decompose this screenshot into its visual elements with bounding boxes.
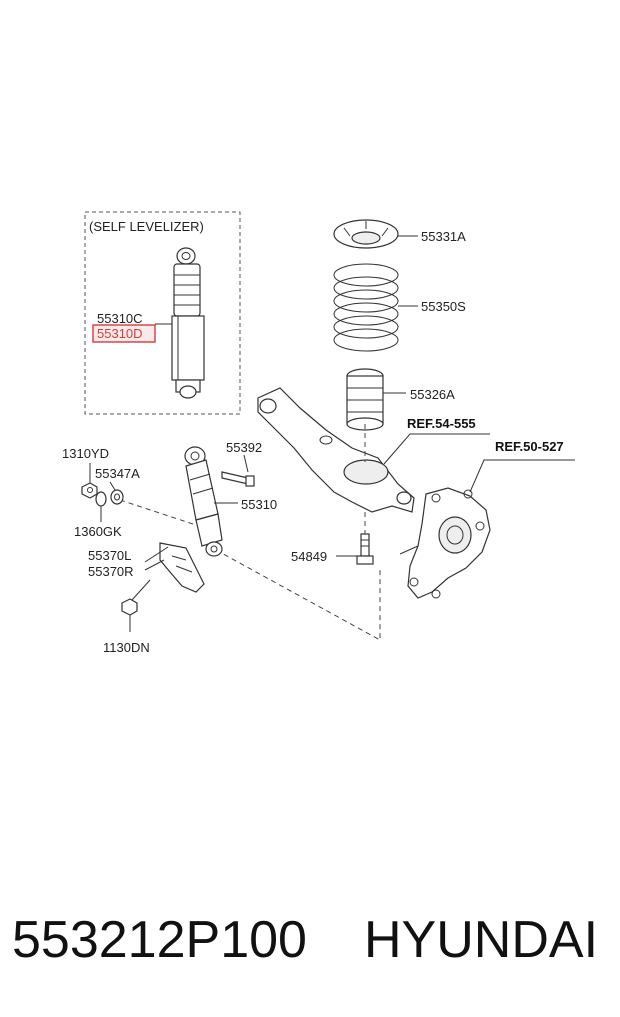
ref-50-527: REF.50-527 xyxy=(495,439,564,454)
self-levelizer-title: (SELF LEVELIZER) xyxy=(89,219,204,234)
dashline-4 xyxy=(119,499,197,526)
label-55370L: 55370L xyxy=(88,548,131,563)
label-1130DN: 1130DN xyxy=(103,640,150,655)
nut-1310YD xyxy=(81,482,98,499)
leader-ref50 xyxy=(469,459,575,493)
label-55326A: 55326A xyxy=(410,387,455,402)
leader-55347A xyxy=(109,481,116,491)
highlight-box xyxy=(92,324,156,343)
ref-54-555: REF.54-555 xyxy=(407,416,476,431)
coil-spring xyxy=(333,263,399,352)
leader-55392 xyxy=(243,454,249,473)
bolt-54849 xyxy=(356,533,374,565)
self-levelizer-shock xyxy=(171,247,205,399)
label-55331A: 55331A xyxy=(421,229,466,244)
label-1310YD: 1310YD xyxy=(62,446,109,461)
label-54849: 54849 xyxy=(291,549,327,564)
leader-55370 xyxy=(144,546,169,571)
bracket-55370 xyxy=(159,542,205,593)
shock-absorber xyxy=(184,446,223,557)
bolt-55392 xyxy=(221,471,255,487)
lower-arm xyxy=(257,387,415,513)
bump-stopper xyxy=(346,368,384,431)
dashline-3 xyxy=(215,549,381,641)
brand-name: HYUNDAI xyxy=(364,911,599,969)
part-number: 553212P100 xyxy=(12,911,307,969)
knuckle xyxy=(399,487,491,599)
leader-ref54 xyxy=(383,433,490,465)
label-55370R: 55370R xyxy=(88,564,134,579)
washer-1360GK xyxy=(95,491,107,507)
label-1360GK: 1360GK xyxy=(74,524,122,539)
label-55347A: 55347A xyxy=(95,466,140,481)
bolt-1130DN xyxy=(121,579,151,616)
washer-55347A xyxy=(110,489,124,505)
label-55310: 55310 xyxy=(241,497,277,512)
label-55350S: 55350S xyxy=(421,299,466,314)
spring-seat xyxy=(333,219,399,249)
self-levelizer-box xyxy=(84,211,241,415)
label-55310C: 55310C xyxy=(97,311,143,326)
exploded-parts-diagram: (SELF LEVELIZER) 55310C 55310D 55331A 55… xyxy=(62,211,575,655)
label-55310D-highlighted: 55310D xyxy=(97,326,143,341)
label-55392: 55392 xyxy=(226,440,262,455)
